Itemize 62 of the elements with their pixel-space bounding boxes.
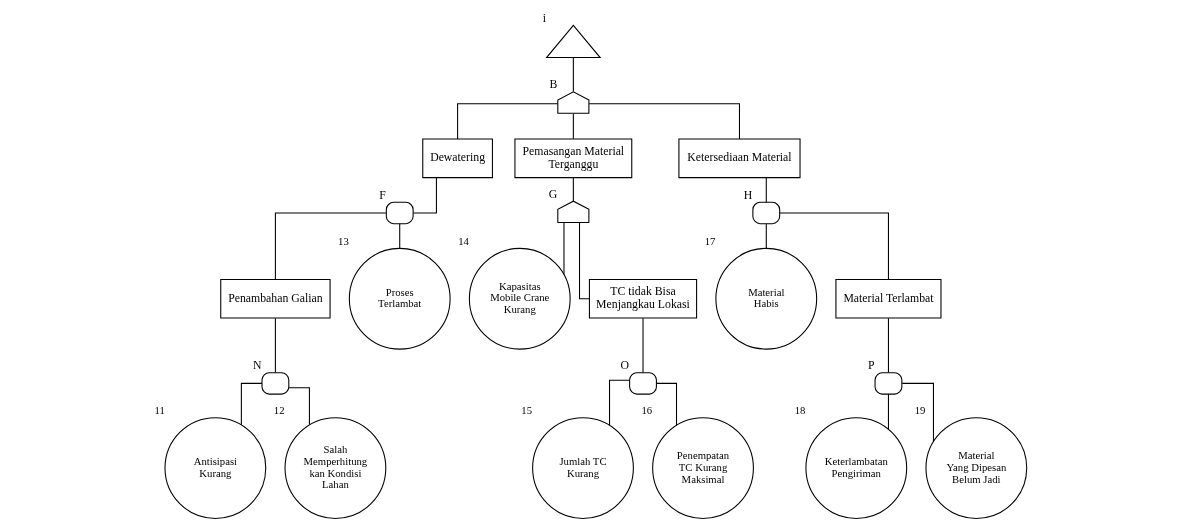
node-circle: Antisipasi Kurang [164, 417, 267, 519]
node-label: H [743, 188, 753, 202]
connector [457, 103, 559, 140]
node-or-gate [557, 200, 590, 224]
node-and-gate [874, 372, 903, 395]
node-box: Material Terlambat [835, 278, 942, 319]
node-box: TC tidak Bisa Menjangkau Lokasi [588, 278, 698, 319]
connector [240, 382, 263, 426]
connector [887, 393, 889, 430]
node-and-gate [629, 372, 657, 395]
node-box: Ketersediaan Material [678, 138, 801, 179]
node-label: 11 [154, 404, 165, 417]
node-label: G [548, 187, 558, 201]
node-label: 18 [794, 404, 806, 417]
node-or-gate [557, 91, 590, 114]
node-label: 12 [273, 404, 285, 417]
node-label: i [542, 11, 547, 25]
node-circle: Kapasitas Mobile Crane Kurang [468, 247, 571, 350]
node-circle: Jumlah TC Kurang [532, 417, 634, 519]
connector [572, 57, 574, 93]
connector [765, 177, 767, 203]
node-label: B [549, 78, 558, 92]
connector [588, 103, 740, 140]
connector [572, 113, 574, 140]
connector [656, 382, 678, 426]
node-and-gate [261, 372, 290, 395]
connector [578, 222, 590, 300]
node-label: 16 [641, 404, 653, 417]
node-box: Pemasangan Material Terganggu [514, 138, 633, 179]
node-circle: Material Habis [715, 247, 818, 350]
connector [572, 177, 574, 202]
node-label: 19 [914, 404, 926, 417]
connector [609, 379, 630, 426]
node-triangle [545, 24, 602, 59]
connector [412, 177, 437, 214]
node-circle: Material Yang Dipesan Belum Jadi [925, 417, 1028, 519]
connector [274, 317, 276, 373]
connector [765, 223, 767, 249]
node-box: Penambahan Galian [220, 278, 331, 319]
node-label: 15 [521, 404, 533, 417]
node-label: N [252, 359, 262, 373]
node-label: F [379, 188, 386, 202]
connector [642, 317, 644, 373]
connector [901, 382, 934, 442]
connector [288, 387, 310, 426]
node-circle: Salah Memperhitung kan Kondisi Lahan [284, 417, 387, 519]
node-circle: Proses Terlambat [348, 247, 451, 350]
node-circle: Keterlambatan Pengiriman [805, 417, 908, 519]
node-label: 13 [338, 235, 349, 248]
node-label: 17 [704, 235, 716, 248]
connector [563, 222, 565, 275]
node-label: P [868, 359, 875, 373]
connector [887, 317, 889, 373]
node-circle: Penempatan TC Kurang Maksimal [652, 417, 754, 519]
connector [779, 212, 889, 280]
connector [274, 212, 387, 280]
node-box: Dewatering [422, 138, 493, 179]
connector [399, 223, 401, 249]
node-label: O [620, 359, 630, 373]
node-label: 14 [458, 235, 469, 248]
node-and-gate [385, 201, 414, 225]
node-and-gate [752, 201, 781, 225]
